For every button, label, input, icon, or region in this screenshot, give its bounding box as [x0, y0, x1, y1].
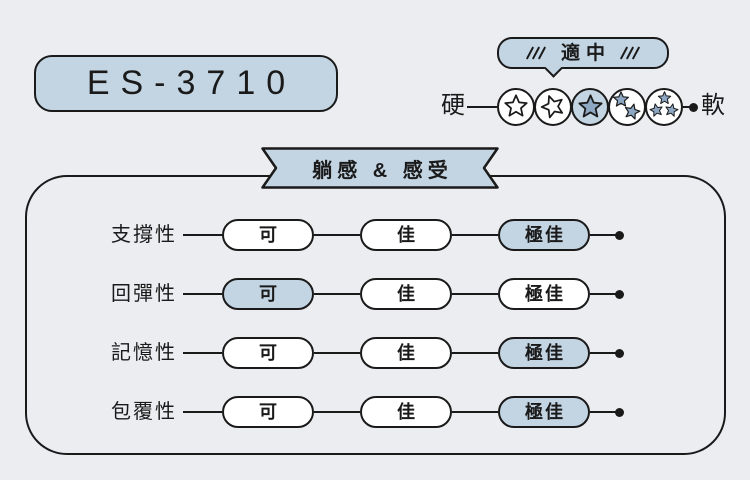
rating-pill: 可 [222, 396, 314, 428]
rating-row-label: 支撐性 [111, 224, 177, 246]
star-outline-icon [504, 94, 528, 117]
firmness-level-1 [497, 88, 535, 126]
firmness-bubble-label: 適中 [560, 42, 611, 64]
star-filled-icon [649, 103, 663, 117]
rating-pill: 佳 [360, 219, 452, 251]
rating-pill: 可 [222, 219, 314, 251]
firmness-bubble: 適中 [497, 37, 669, 78]
rating-pill: 極佳 [498, 396, 590, 428]
model-label: ES-3710 [86, 64, 297, 102]
firmness-level-4 [608, 88, 646, 126]
connector-line [314, 411, 360, 413]
row-end-dot [615, 289, 624, 299]
connector-line [590, 411, 616, 413]
firmness-level-2 [534, 88, 572, 126]
connector-line [590, 293, 616, 295]
ribbon-icon [261, 147, 499, 189]
connector-line [590, 234, 616, 236]
star-half-icon [540, 95, 564, 119]
connector-line [183, 352, 222, 354]
section-banner: 躺感 & 感受 [261, 147, 499, 189]
rating-pill: 極佳 [498, 219, 590, 251]
rating-pill: 可 [222, 278, 314, 310]
rating-row-label: 記憶性 [111, 342, 177, 364]
connector-line [183, 234, 222, 236]
connector-line [183, 293, 222, 295]
scale-line-left [467, 106, 497, 108]
connector-line [452, 352, 498, 354]
rating-pill: 佳 [360, 396, 452, 428]
star-filled-icon [577, 93, 603, 117]
rating-pill: 可 [222, 337, 314, 369]
rating-row-label: 回彈性 [111, 283, 177, 305]
hatch-right-icon [619, 46, 641, 60]
connector-line [314, 293, 360, 295]
connector-line [452, 293, 498, 295]
hatch-left-icon [525, 46, 547, 60]
hard-label: 硬 [441, 92, 465, 119]
connector-line [452, 411, 498, 413]
scale-line-right [683, 106, 692, 108]
row-end-dot [615, 348, 624, 358]
rating-row-label: 包覆性 [111, 401, 177, 423]
model-badge: ES-3710 [34, 55, 338, 112]
star-filled-icon [665, 103, 679, 117]
connector-line [452, 234, 498, 236]
firmness-level-3 [571, 88, 609, 126]
star-filled-icon [624, 103, 641, 120]
rating-pill: 極佳 [498, 337, 590, 369]
connector-line [314, 234, 360, 236]
rating-pill: 佳 [360, 278, 452, 310]
scale-end-dot [689, 103, 698, 112]
star-filled-icon [612, 91, 630, 107]
connector-line [590, 352, 616, 354]
section-banner-title: 躺感 & 感受 [312, 159, 453, 182]
star-filled-icon [657, 91, 672, 105]
connector-line [314, 352, 360, 354]
connector-line [183, 411, 222, 413]
firmness-level-5 [645, 88, 683, 126]
row-end-dot [615, 230, 624, 240]
row-end-dot [615, 407, 624, 417]
rating-pill: 佳 [360, 337, 452, 369]
rating-pill: 極佳 [498, 278, 590, 310]
soft-label: 軟 [701, 92, 725, 119]
